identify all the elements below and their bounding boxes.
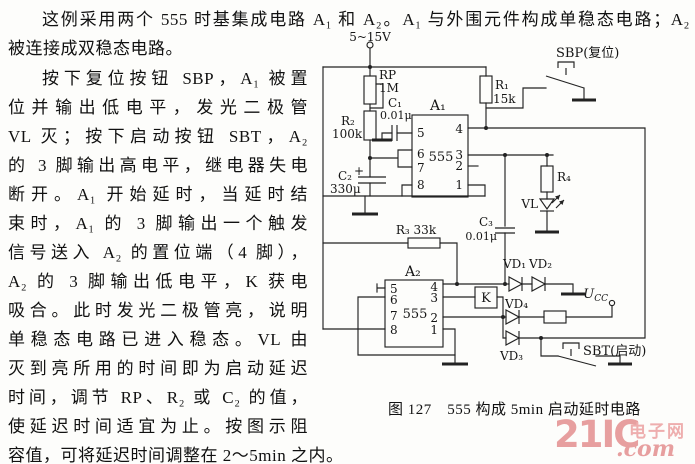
- c2-plus: +: [354, 164, 364, 178]
- pin-number: 6: [390, 293, 398, 307]
- pin-number: 2: [455, 159, 463, 173]
- ucc-label: UCC: [583, 287, 608, 304]
- potentiometer-rp: RP 1M: [363, 68, 399, 105]
- vd1-label: VD₁: [502, 257, 526, 271]
- watermark-brand: 21IC: [554, 413, 640, 456]
- resistor-r3: R₃ 33k: [396, 223, 441, 249]
- led-vl: VL: [520, 194, 565, 212]
- pin-number: 4: [430, 280, 438, 294]
- switch-sbp: SBP(复位): [545, 46, 619, 102]
- pin-number: 2: [430, 311, 438, 325]
- pin-number: 5: [390, 282, 398, 296]
- c3-label: C₃: [479, 215, 493, 229]
- a2-chip: 555: [403, 307, 428, 322]
- c2-label: C₂: [338, 169, 352, 183]
- pin-number: 3: [430, 291, 438, 305]
- resistor-r1: R₁ 15k: [479, 75, 516, 106]
- body-line: 容值，可将延迟时间调整在 2～5min 之内。: [8, 446, 344, 464]
- body-line: 灭到亮所用的时间即为启动延迟: [8, 359, 308, 378]
- ic-a2: A₂ 555 5 6 7 8 4 3 2 1: [384, 264, 444, 348]
- c3-value: 0.01μ: [465, 230, 497, 243]
- a1-label: A₁: [429, 98, 446, 114]
- intro-line: 被连接成双稳态电路。: [8, 39, 183, 58]
- diode-vd4: VD₄: [504, 297, 528, 325]
- supply-label: 5~15V: [349, 30, 391, 44]
- rp-value: 1M: [379, 81, 399, 95]
- r2-value: 100k: [332, 127, 363, 141]
- c2-value: 330μ: [330, 182, 361, 196]
- body-line: 按下复位按钮 SBP，A₁ 被置: [42, 69, 308, 88]
- watermark-domain: .com: [616, 436, 676, 462]
- r1-value: 15k: [493, 92, 516, 106]
- watermark: 21IC 电子网 .com: [552, 414, 694, 464]
- pin-number: 3: [455, 148, 463, 162]
- body-line: 束时，A₁ 的 3 脚输出一个触发: [8, 214, 308, 233]
- junction-dots: [368, 65, 549, 340]
- body-line: 位并输出低电平，发光二极管: [8, 98, 308, 117]
- r1-label: R₁: [495, 78, 509, 92]
- switch-sbt: SBT(启动): [557, 342, 646, 367]
- vl-label: VL: [520, 197, 538, 211]
- vd4-label: VD₄: [504, 297, 528, 311]
- vd2-label: VD₂: [528, 257, 552, 271]
- body-line: 信号送入 A₂ 的置位端（4 脚），: [8, 243, 308, 262]
- body-column: 按下复位按钮 SBP，A₁ 被置 位并输出低电平，发光二极管 VL 灭；按下启动…: [8, 64, 343, 464]
- rp-label: RP: [379, 68, 396, 82]
- body-line: 单稳态电路已进入稳态。VL 由: [8, 330, 308, 349]
- body-line: 吸合。此时发光二极管亮，说明: [8, 301, 308, 320]
- intro-line: 这例采用两个 555 时基集成电路 A₁ 和 A₂。A₁ 与外围元件构成单稳态电…: [42, 10, 690, 29]
- intro-paragraph: 这例采用两个 555 时基集成电路 A₁ 和 A₂。A₁ 与外围元件构成单稳态电…: [8, 5, 690, 63]
- capacitor-c2: C₂ + 330μ: [330, 164, 386, 196]
- ic-a1: A₁ 555 5 6 7 8 4 3 2 1: [411, 98, 469, 198]
- pin-number: 5: [417, 126, 425, 140]
- pin-number: 7: [417, 161, 425, 175]
- relay-contact-box: [543, 310, 567, 324]
- a2-label: A₂: [404, 264, 421, 280]
- pin-number: 6: [417, 147, 425, 161]
- figure-caption: 图 127 555 构成 5min 启动延时电路: [388, 402, 641, 418]
- pin-number: 1: [455, 178, 463, 192]
- vd3-label: VD₃: [499, 349, 523, 363]
- diode-vd3: VD₃: [499, 330, 523, 363]
- r3-label: R₃ 33k: [396, 223, 437, 237]
- body-line: 使延迟时间适宜为止。按图示阻: [8, 417, 308, 436]
- watermark-cn: 电子网: [629, 422, 686, 441]
- body-line: VL 灭；按下启动按钮 SBT，A₂: [8, 127, 308, 146]
- body-line: 时间，调节 RP、R₂ 或 C₂ 的值，: [8, 388, 308, 407]
- power-terminal: 5~15V: [349, 30, 391, 49]
- capacitor-c3: C₃ 0.01μ: [465, 215, 515, 243]
- body-line: A₂ 的 3 脚输出低电平，K 获电: [8, 272, 308, 291]
- capacitor-c1: C₁ 0.01μ: [372, 96, 412, 142]
- sbt-label: SBT(启动): [583, 344, 646, 359]
- sbp-label: SBP(复位): [556, 46, 619, 61]
- r4-label: R₄: [557, 170, 571, 184]
- relay-k: K: [474, 286, 498, 309]
- pin-number: 1: [430, 323, 438, 337]
- body-line: 断开。A₁ 开始延时，当延时结: [8, 185, 308, 204]
- pin-number: 4: [455, 122, 463, 136]
- diode-vd2: VD₂: [528, 257, 552, 292]
- c1-value: 0.01μ: [380, 109, 412, 122]
- pin-number: 7: [390, 309, 398, 323]
- body-line: 的 3 脚输出高电平，继电器失电: [8, 156, 308, 175]
- diode-vd1: VD₁: [502, 257, 526, 292]
- k-label: K: [481, 291, 491, 306]
- c1-label: C₁: [388, 96, 402, 110]
- resistor-r4: R₄: [540, 165, 571, 193]
- circuit-wires: [322, 47, 646, 363]
- pin-number: 8: [390, 323, 398, 337]
- pin-number: 8: [417, 178, 425, 192]
- resistor-r2: R₂ 100k: [332, 110, 377, 141]
- a1-chip: 555: [429, 150, 454, 165]
- ucc-terminal: UCC: [583, 287, 616, 307]
- r2-label: R₂: [341, 114, 355, 128]
